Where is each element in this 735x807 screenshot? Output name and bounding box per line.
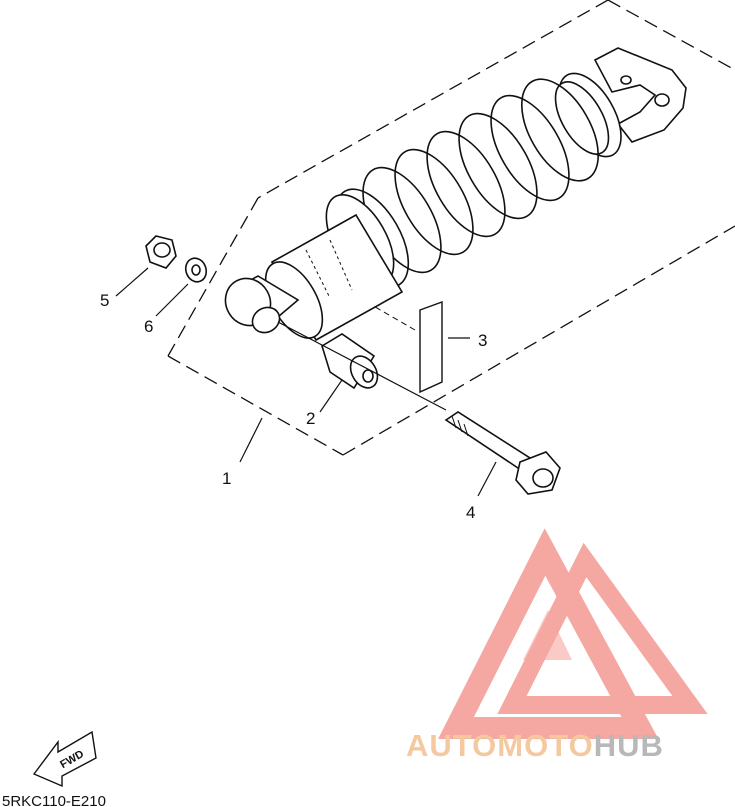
shock-absorber bbox=[224, 47, 687, 342]
label-part-3 bbox=[419, 301, 443, 394]
callout-4: 4 bbox=[466, 503, 475, 522]
leader-lines bbox=[115, 267, 497, 497]
bushing-part-2 bbox=[321, 333, 379, 390]
callout-3: 3 bbox=[478, 331, 487, 350]
diagram-code: 5RKC110-E210 bbox=[2, 793, 106, 807]
watermark-part1: AUTOMOTO bbox=[406, 728, 594, 763]
callout-2: 2 bbox=[306, 409, 315, 428]
watermark-part2: HUB bbox=[594, 728, 664, 763]
automotohub-logo-icon bbox=[438, 528, 708, 739]
callout-6: 6 bbox=[144, 317, 153, 336]
watermark-text: AUTOMOTOHUB bbox=[406, 728, 664, 763]
nut-part-5 bbox=[145, 235, 177, 269]
callout-5: 5 bbox=[100, 291, 109, 310]
fwd-arrow-icon: FWD bbox=[32, 730, 97, 788]
bolt-part-4 bbox=[444, 411, 561, 495]
callout-1: 1 bbox=[222, 469, 231, 488]
washer-part-6 bbox=[184, 257, 208, 283]
